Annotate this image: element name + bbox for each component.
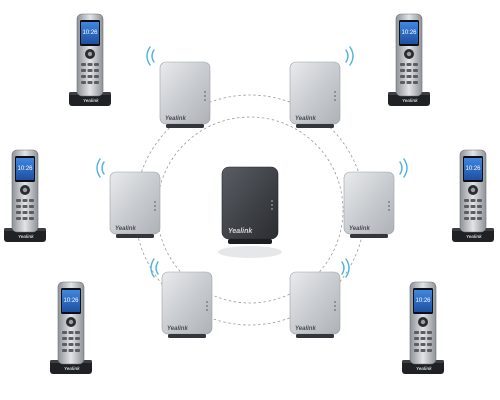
repeater-brand: Yealink <box>295 326 316 332</box>
repeater-brand: Yealink <box>167 326 188 332</box>
handset-brand: Yealink <box>18 234 34 239</box>
repeater-top-right: Yealink <box>289 46 354 129</box>
repeater-middle-left: Yealink <box>96 158 161 239</box>
repeater-middle-right: Yealink <box>343 158 408 239</box>
repeater-top-left: Yealink <box>146 46 211 129</box>
handset-clock: 10:26 <box>17 166 33 172</box>
repeater-brand: Yealink <box>165 116 186 122</box>
handset-brand: Yealink <box>416 366 432 371</box>
handset-brand: Yealink <box>83 98 99 103</box>
handset-clock: 10:26 <box>415 298 431 304</box>
signal-icon <box>150 258 159 278</box>
handset-clock: 10:26 <box>63 298 79 304</box>
signal-icon <box>345 46 354 66</box>
handset-clock: 10:26 <box>465 166 481 172</box>
repeater-bottom-left: Yealink <box>150 258 213 339</box>
base-station: Yealink <box>218 166 282 258</box>
signal-icon <box>146 46 155 66</box>
repeater-brand: Yealink <box>115 226 136 232</box>
handset-middle-right: 10:26 Yealink <box>451 149 495 243</box>
handset-clock: 10:26 <box>82 30 98 36</box>
handset-bottom-right: 10:26 Yealink <box>401 281 445 375</box>
handset-brand: Yealink <box>402 98 418 103</box>
handset-bottom-left: 10:26 Yealink <box>49 281 93 375</box>
signal-icon <box>341 258 350 278</box>
signal-icon <box>96 158 105 178</box>
repeater-bottom-right: Yealink <box>289 258 350 339</box>
handset-brand: Yealink <box>466 234 482 239</box>
repeater-brand: Yealink <box>295 116 316 122</box>
repeater-brand: Yealink <box>349 226 370 232</box>
base-brand: Yealink <box>228 228 253 235</box>
handset-brand: Yealink <box>64 366 80 371</box>
signal-icon <box>399 158 408 178</box>
handset-top-right: 10:26 Yealink <box>387 13 431 107</box>
handset-middle-left: 10:26 Yealink <box>3 149 47 243</box>
handset-clock: 10:26 <box>401 30 417 36</box>
handset-top-left: 10:26 Yealink <box>68 13 112 107</box>
